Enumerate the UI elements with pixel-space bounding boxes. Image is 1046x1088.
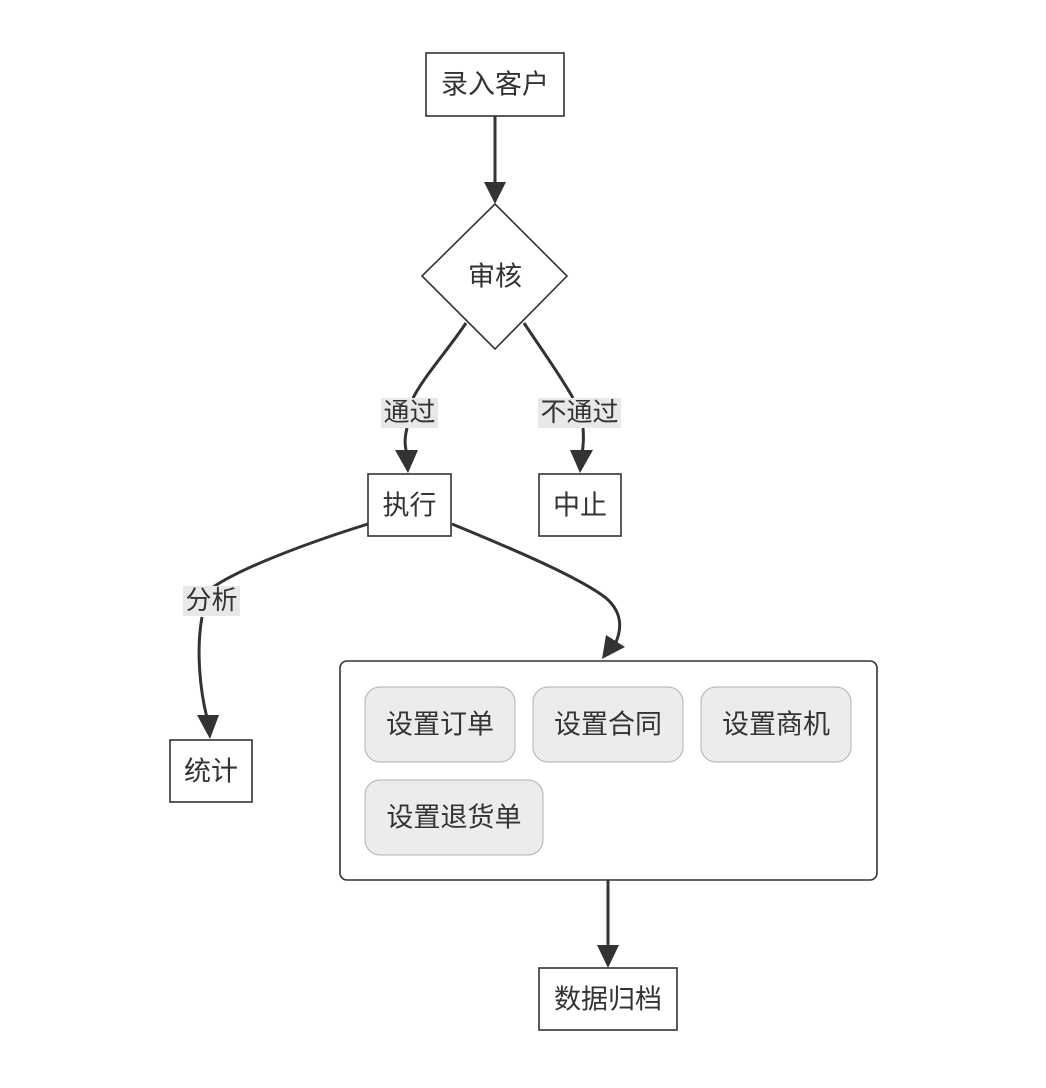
group-item-return-order-label: 设置退货单 [387,803,522,834]
edge-label-analyze: 分析 [185,586,237,616]
group-item-return-order: 设置退货单 [364,779,544,856]
edge-label-analyze-bg [183,586,240,616]
node-stats-label: 统计 [184,757,238,788]
node-start-label: 录入客户 [441,70,549,101]
edge-review-to-execute [403,322,468,456]
edge-label-pass-bg [381,398,438,428]
edge-label-fail-bg [538,398,621,428]
group-item-opportunity-label: 设置商机 [722,710,830,741]
edge-label-fail: 不通过 [540,398,618,428]
edge-label-pass: 通过 [383,398,435,428]
edge-review-to-stop [522,322,585,456]
arrowhead-review-to-stop [570,450,593,473]
group-item-order: 设置订单 [364,686,516,763]
group-item-opportunity: 设置商机 [700,686,852,763]
node-execute-label: 执行 [383,491,437,522]
group-item-order-label: 设置订单 [386,710,494,741]
node-archive-label: 数据归档 [554,985,662,1016]
node-stop: 中止 [538,473,622,537]
arrowhead-review-to-execute [395,450,418,473]
node-stop-label: 中止 [553,491,607,522]
node-execute: 执行 [367,473,452,537]
node-archive: 数据归档 [538,967,678,1031]
arrowhead-execute-to-stats [197,715,219,739]
arrowhead-start-to-review [484,182,506,204]
group-box: 设置订单 设置合同 设置商机 设置退货单 [339,660,878,881]
node-start: 录入客户 [425,52,565,117]
group-item-contract-label: 设置合同 [554,710,662,741]
arrowhead-group-to-archive [597,945,619,968]
node-review-label: 审核 [468,262,522,293]
node-stats: 统计 [169,739,253,803]
group-item-contract: 设置合同 [532,686,684,763]
edge-execute-to-group [451,522,622,643]
edge-execute-to-stats [197,522,369,719]
arrowhead-execute-to-group [602,635,625,659]
node-review: 审核 [420,202,569,351]
